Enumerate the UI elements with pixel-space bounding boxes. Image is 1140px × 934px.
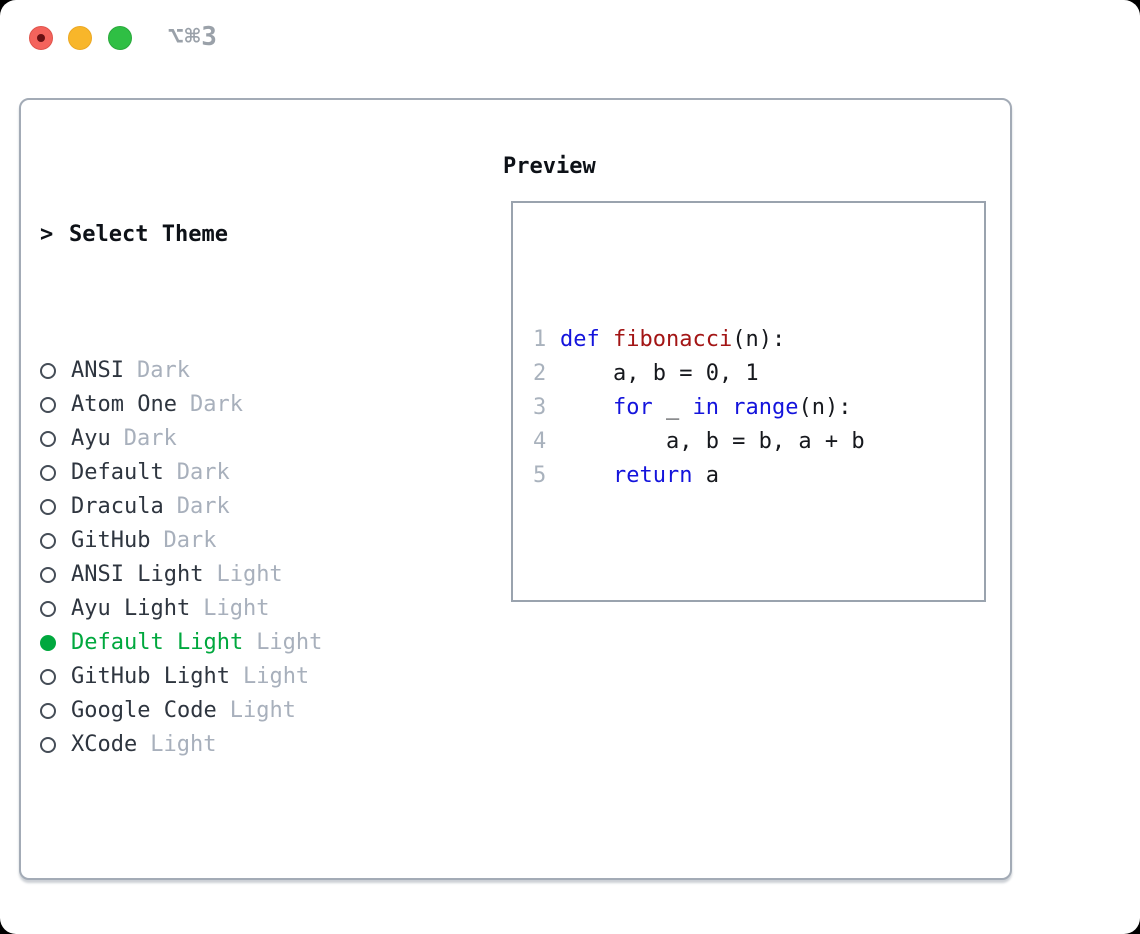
window-title: ⌥⌘3 bbox=[168, 22, 218, 52]
theme-variant-tag: Dark bbox=[189, 392, 243, 417]
code-text: a, b = 0, 1 bbox=[560, 357, 759, 391]
code-token: (n): bbox=[732, 327, 786, 352]
radio-circle-icon bbox=[40, 567, 56, 583]
theme-variant-tag: Dark bbox=[176, 494, 230, 519]
theme-variant-tag: Light bbox=[216, 562, 283, 587]
line-number: 3 bbox=[533, 395, 547, 420]
code-token: _ bbox=[652, 395, 693, 420]
code-token bbox=[560, 463, 613, 488]
code-text: for _ in range(n): bbox=[560, 391, 851, 425]
theme-option[interactable]: GitHub Dark bbox=[40, 524, 437, 558]
theme-option[interactable]: ANSI Light Light bbox=[40, 558, 437, 592]
code-line: 3 for _ in range(n): bbox=[533, 391, 984, 425]
code-token bbox=[560, 395, 613, 420]
radio-circle-icon bbox=[40, 431, 56, 447]
theme-option[interactable]: Google Code Light bbox=[40, 694, 437, 728]
code-token: in bbox=[692, 395, 719, 420]
theme-name: Ayu bbox=[71, 426, 111, 451]
theme-option[interactable]: Default Light Light bbox=[40, 626, 437, 660]
code-text: a, b = b, a + b bbox=[560, 425, 865, 459]
code-token: a, b = 0, 1 bbox=[560, 361, 759, 386]
code-text: def fibonacci(n): bbox=[560, 323, 785, 357]
theme-option[interactable]: Default Dark bbox=[40, 456, 437, 490]
theme-variant-tag: Light bbox=[229, 698, 296, 723]
maximize-button[interactable] bbox=[108, 26, 132, 50]
code-token: a bbox=[692, 463, 719, 488]
code-token: return bbox=[612, 463, 693, 488]
theme-name: Google Code bbox=[71, 698, 217, 723]
theme-name: GitHub Light bbox=[71, 664, 230, 689]
record-dot-icon bbox=[37, 34, 45, 42]
radio-circle-icon bbox=[40, 635, 56, 651]
radio-circle-icon bbox=[40, 533, 56, 549]
menu-header: > Select Theme bbox=[40, 218, 437, 252]
prompt-caret: > bbox=[40, 222, 54, 247]
theme-variant-tag: Dark bbox=[136, 358, 190, 383]
code-token: a, b = b, a + b bbox=[560, 429, 865, 454]
radio-circle-icon bbox=[40, 703, 56, 719]
theme-name: Ayu Light bbox=[71, 596, 191, 621]
theme-name: Dracula bbox=[71, 494, 164, 519]
theme-variant-tag: Dark bbox=[163, 528, 217, 553]
radio-circle-icon bbox=[40, 737, 56, 753]
minimize-button[interactable] bbox=[68, 26, 92, 50]
theme-name: Atom One bbox=[71, 392, 177, 417]
theme-variant-tag: Light bbox=[203, 596, 270, 621]
code-token: fibonacci bbox=[613, 327, 733, 352]
menu-title: Select Theme bbox=[69, 222, 228, 247]
line-number: 2 bbox=[533, 361, 547, 386]
theme-option[interactable]: GitHub Light Light bbox=[40, 660, 437, 694]
theme-variant-tag: Light bbox=[242, 664, 310, 689]
code-line: 5 return a bbox=[533, 459, 984, 493]
theme-name: XCode bbox=[71, 732, 138, 757]
line-number: 5 bbox=[533, 463, 547, 488]
radio-circle-icon bbox=[40, 363, 56, 379]
code-token bbox=[719, 395, 732, 420]
theme-option[interactable]: XCode Light bbox=[40, 728, 437, 762]
spacer bbox=[40, 864, 437, 898]
code-token: range bbox=[732, 395, 799, 420]
code-line: 1 def fibonacci(n): bbox=[533, 323, 984, 357]
theme-variant-tag: Light bbox=[150, 732, 217, 757]
theme-name: GitHub bbox=[71, 528, 151, 553]
radio-circle-icon bbox=[40, 465, 56, 481]
code-line: 4 a, b = b, a + b bbox=[533, 425, 984, 459]
code-text: return a bbox=[560, 459, 719, 493]
radio-circle-icon bbox=[40, 397, 56, 413]
close-button[interactable] bbox=[29, 26, 53, 50]
code-token: (n): bbox=[798, 395, 852, 420]
theme-variant-tag: Dark bbox=[176, 460, 230, 485]
code-line: 2 a, b = 0, 1 bbox=[533, 357, 984, 391]
theme-option[interactable]: Ayu Light Light bbox=[40, 592, 437, 626]
theme-variant-tag: Dark bbox=[123, 426, 177, 451]
blank-line bbox=[533, 561, 984, 595]
line-number: 4 bbox=[533, 429, 547, 454]
code-token: def bbox=[560, 327, 600, 352]
preview-title: Preview bbox=[503, 154, 596, 179]
theme-option[interactable]: ANSI Dark bbox=[40, 354, 437, 388]
titlebar: ⌥⌘3 bbox=[0, 0, 1140, 76]
radio-circle-icon bbox=[40, 499, 56, 515]
radio-circle-icon bbox=[40, 669, 56, 685]
theme-option[interactable]: Atom One Dark bbox=[40, 388, 437, 422]
radio-circle-icon bbox=[40, 601, 56, 617]
theme-option[interactable]: Ayu Dark bbox=[40, 422, 437, 456]
theme-name: Default Light bbox=[71, 630, 244, 655]
line-number: 1 bbox=[533, 327, 547, 352]
theme-name: Default bbox=[71, 460, 164, 485]
theme-name: ANSI Light bbox=[71, 562, 204, 587]
code-token: for bbox=[612, 395, 653, 420]
theme-option[interactable]: Dracula Dark bbox=[40, 490, 437, 524]
code-token bbox=[600, 327, 613, 352]
theme-name: ANSI bbox=[71, 358, 124, 383]
theme-variant-tag: Light bbox=[256, 630, 323, 655]
